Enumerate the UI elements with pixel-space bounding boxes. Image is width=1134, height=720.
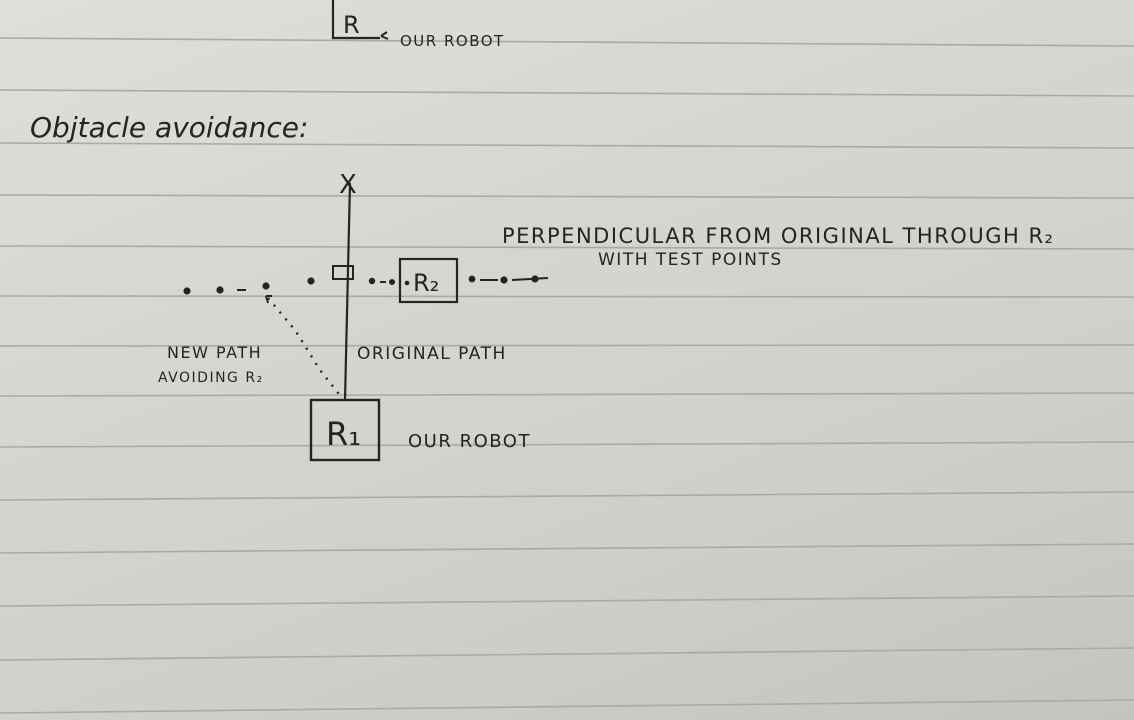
svg-text:X: X (339, 170, 357, 200)
new-path-label-line1: NEW PATH (167, 343, 262, 362)
new-path-dotted (267, 297, 343, 399)
own-robot-marker: R₁ (326, 415, 361, 453)
perpendicular-note-line1: PERPENDICULAR FROM ORIGINAL THROUGH R₂ (502, 224, 1054, 248)
original-path-label: ORIGINAL PATH (357, 344, 507, 364)
perpendicular-note-line2: WITH TEST POINTS (598, 250, 783, 270)
ruled-lines (0, 37, 1134, 714)
perpendicular-test-points (183, 265, 549, 295)
obstacle-robot-label: R₂ (413, 269, 439, 297)
target-x-marker: X (339, 170, 357, 200)
new-path-start-tick (265, 295, 272, 304)
obstacle-robot: R₂ (398, 257, 459, 304)
own-robot: R₁ (309, 398, 381, 462)
section-heading: Objtacle avoidance: (30, 111, 308, 144)
own-robot-label: OUR ROBOT (408, 431, 531, 452)
new-path-label-line2: AVOIDING R₂ (158, 370, 264, 386)
top-robot-label: OUR ROBOT (400, 32, 505, 50)
original-path-line (343, 182, 352, 401)
top-robot-marker: R (343, 11, 360, 39)
top-robot-sketch: R OUR ROBOT (331, 0, 505, 50)
